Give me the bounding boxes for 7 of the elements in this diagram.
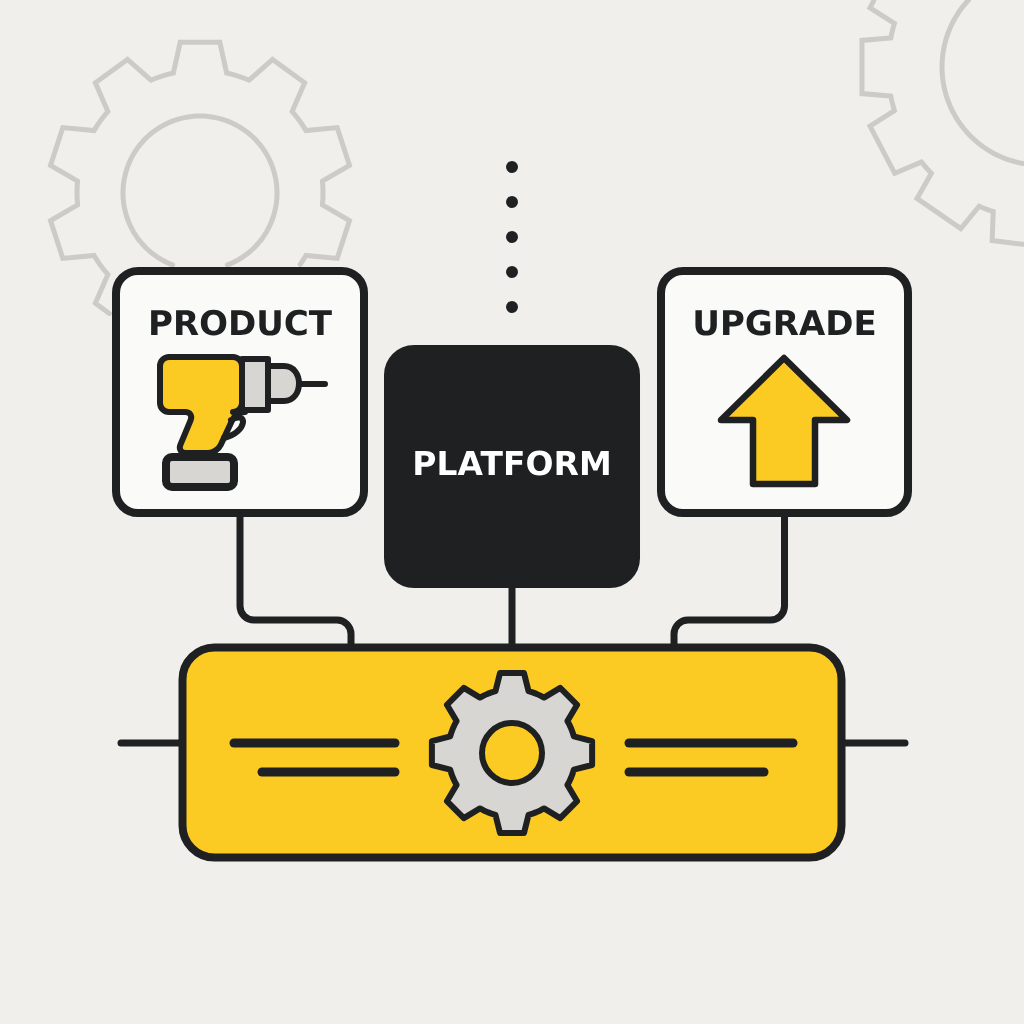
connector-line <box>508 584 516 647</box>
dotted-line <box>506 161 518 314</box>
connector-line <box>842 739 909 747</box>
connector-line <box>236 513 355 647</box>
connector-line <box>117 739 182 747</box>
connector-line <box>670 513 788 647</box>
card: PLATFORM <box>384 345 640 588</box>
